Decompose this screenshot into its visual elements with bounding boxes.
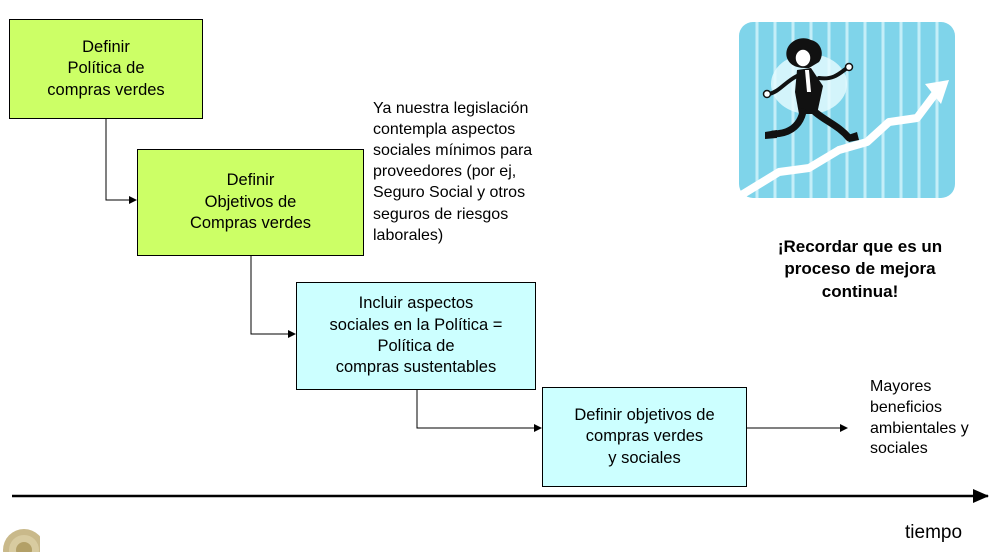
- step-include-social-aspects: Incluir aspectos sociales en la Política…: [296, 282, 536, 390]
- person-climbing-arrow-icon: [739, 22, 955, 198]
- step-define-green-social-objectives: Definir objetivos de compras verdes y so…: [542, 387, 747, 487]
- legislation-note: Ya nuestra legislación contempla aspecto…: [373, 100, 533, 244]
- time-axis-label: tiempo: [905, 522, 963, 543]
- connector-step2-step3: [250, 256, 296, 338]
- connector-step1-step2: [105, 119, 137, 204]
- connector-step3-step4: [416, 390, 542, 432]
- benefits-note: Mayores beneficios ambientales y sociale…: [870, 378, 969, 458]
- step-label: Definir Objetivos de Compras verdes: [189, 171, 312, 233]
- step-label: Incluir aspectos sociales en la Política…: [329, 294, 503, 377]
- step-define-green-policy: Definir Política de compras verdes: [9, 19, 203, 119]
- continuous-improvement-reminder: ¡Recordar que es un proceso de mejora co…: [777, 237, 943, 301]
- organization-logo: [3, 529, 40, 552]
- step-define-green-objectives: Definir Objetivos de Compras verdes: [137, 149, 364, 256]
- step-label: Definir Política de compras verdes: [47, 37, 165, 99]
- step-label: Definir objetivos de compras verdes y so…: [574, 405, 715, 467]
